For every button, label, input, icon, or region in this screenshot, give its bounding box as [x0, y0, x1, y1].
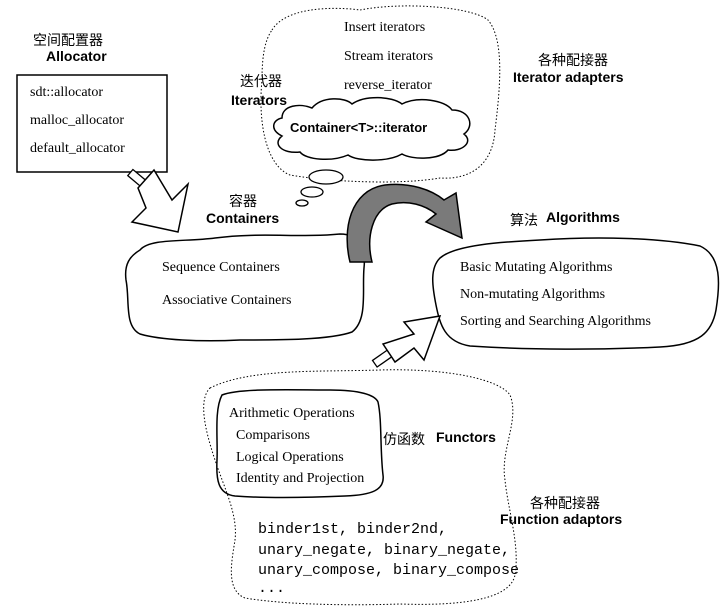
allocator-to-containers-arrow	[126, 168, 190, 233]
iterators-title-en: Iterators	[231, 92, 288, 108]
iterator-adapters-title-zh: 各种配接器	[538, 53, 608, 69]
iterator-adapters-title-en: Iterator adapters	[513, 69, 624, 85]
containers-cloud	[124, 233, 366, 342]
allocator-box	[16, 74, 168, 173]
iterators-title-zh: 迭代器	[240, 74, 282, 90]
function-adaptor-code-line: ...	[258, 580, 286, 597]
container-item: Sequence Containers	[162, 260, 280, 275]
algorithm-item: Non-mutating Algorithms	[460, 287, 606, 302]
functor-item: Comparisons	[236, 428, 310, 443]
core-iterator-label: Container<T>::iterator	[290, 120, 428, 135]
functors-inner-cloud	[216, 388, 384, 499]
iterator-item: Stream iterators	[344, 49, 434, 64]
iterator-item: Insert iterators	[344, 20, 426, 35]
functor-item: Logical Operations	[236, 450, 344, 465]
algorithms-title-en: Algorithms	[546, 209, 620, 225]
allocator-item: malloc_allocator	[30, 113, 125, 128]
functors-title-zh: 仿函数	[383, 432, 425, 448]
algorithm-item: Sorting and Searching Algorithms	[460, 314, 651, 329]
algorithm-item: Basic Mutating Algorithms	[460, 260, 613, 275]
function-adaptors-title-en: Function adaptors	[500, 511, 623, 527]
allocator-title-en: Allocator	[46, 48, 107, 64]
thought-bubble-1	[308, 169, 344, 185]
allocator-item: default_allocator	[30, 141, 125, 156]
container-item: Associative Containers	[162, 293, 292, 308]
function-adaptors-title-zh: 各种配接器	[530, 496, 600, 512]
thought-bubble-3	[295, 199, 309, 207]
thought-bubble-2	[300, 186, 324, 198]
iterator-item: reverse_iterator	[344, 78, 432, 93]
functor-item: Identity and Projection	[236, 471, 365, 486]
iterators-cloud	[260, 5, 501, 183]
allocator-item: sdt::allocator	[30, 85, 104, 100]
functors-to-algorithms-arrow	[371, 315, 442, 368]
function-adaptor-code-line: unary_negate, binary_negate,	[258, 542, 511, 559]
functor-item: Arithmetic Operations	[229, 406, 355, 421]
functors-title-en: Functors	[436, 429, 496, 445]
core-iterator-cloud	[273, 96, 471, 161]
containers-to-algorithms-arrow	[346, 183, 463, 263]
containers-title-en: Containers	[206, 210, 280, 226]
algorithms-cloud	[432, 237, 720, 350]
allocator-title-zh: 空间配置器	[33, 33, 103, 49]
containers-title-zh: 容器	[229, 194, 257, 210]
algorithms-title-zh: 算法	[510, 213, 538, 229]
function-adaptor-code-line: binder1st, binder2nd,	[258, 521, 448, 538]
function-adaptor-code-line: unary_compose, binary_compose	[258, 562, 520, 579]
